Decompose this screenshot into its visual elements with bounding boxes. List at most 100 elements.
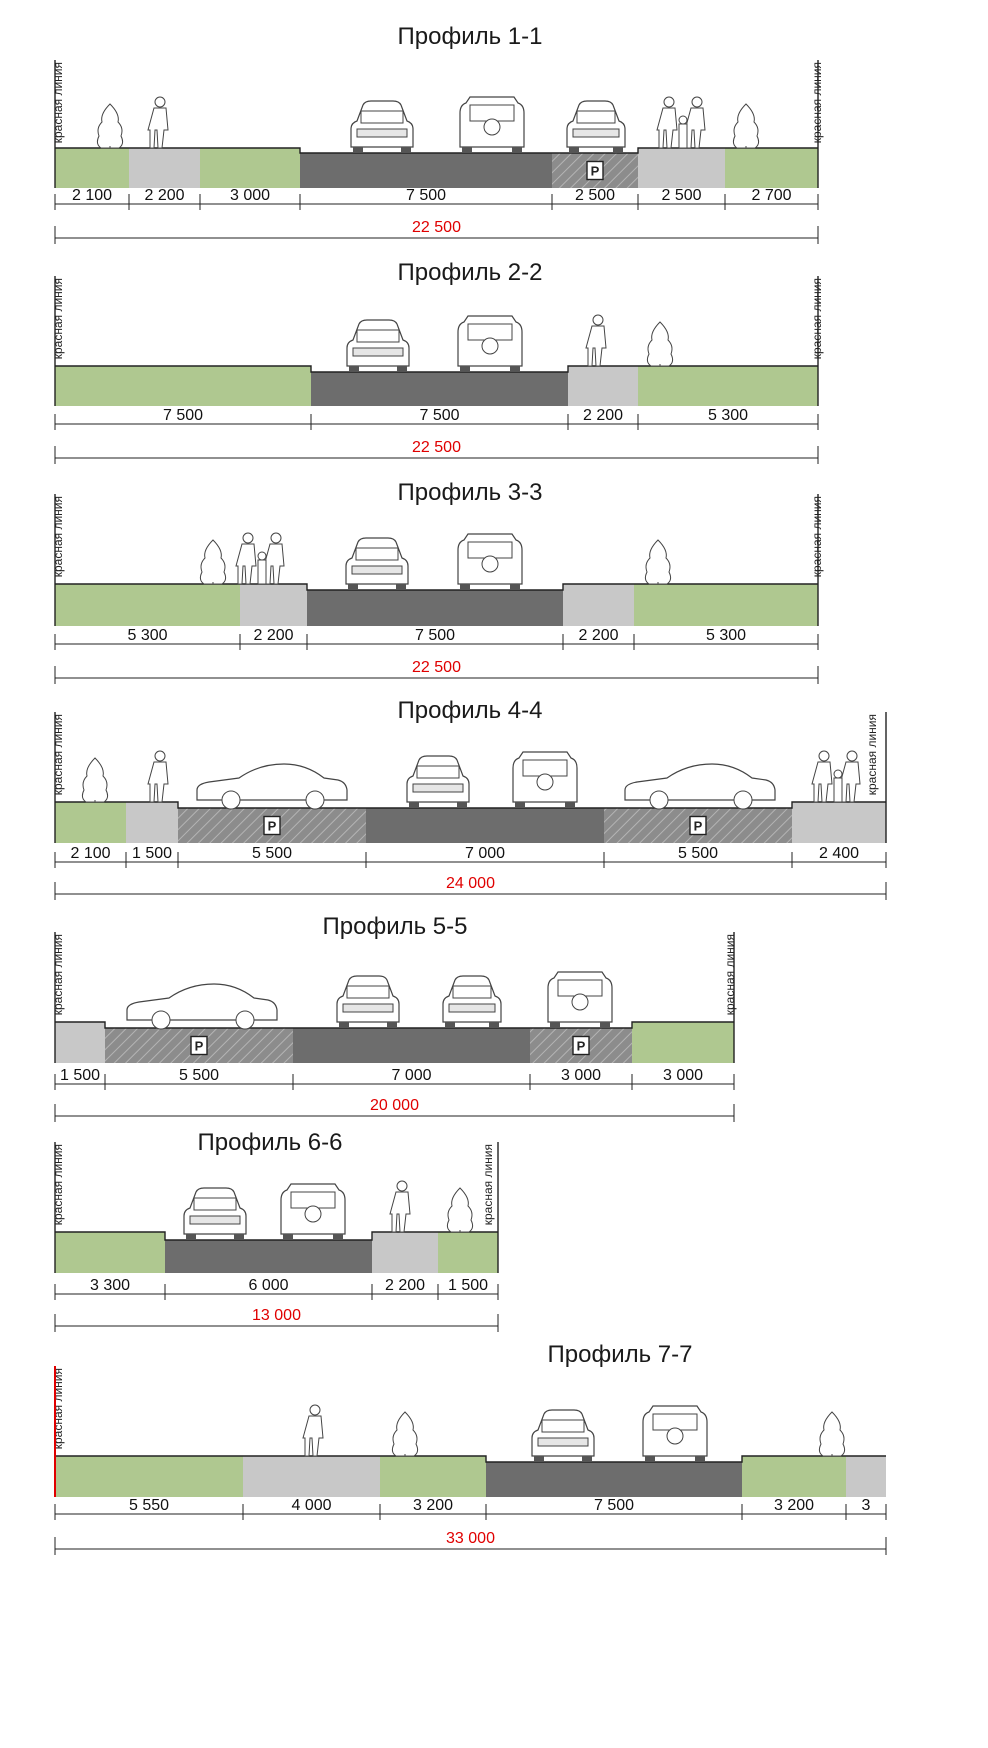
ground-outline	[55, 801, 886, 809]
suv-rear-icon	[547, 971, 613, 1028]
segment-green	[634, 584, 818, 626]
segment-green	[55, 1232, 165, 1273]
segment-width-label: 7 500	[406, 187, 446, 204]
segment-width-label: 5 500	[179, 1067, 219, 1084]
pedestrian-icon	[147, 96, 169, 149]
ground-outline	[55, 583, 818, 591]
segment-width-label: 2 100	[72, 187, 112, 204]
segment-green	[55, 584, 240, 626]
segment-green	[380, 1456, 486, 1497]
segment-road	[307, 590, 563, 626]
segment-green	[55, 148, 129, 188]
parking-sign-label: P	[268, 819, 277, 834]
ground-outline	[55, 365, 818, 373]
segment-width-label: 5 500	[252, 845, 292, 862]
segment-walk	[792, 802, 886, 843]
red-line-label: красная линия	[481, 1144, 495, 1225]
street-objects	[81, 750, 861, 810]
profile-title: Профиль 5-5	[323, 913, 468, 940]
profile-title: Профиль 6-6	[198, 1129, 343, 1156]
segment-width-label: 3 000	[230, 187, 270, 204]
segment-width-label: 5 300	[708, 407, 748, 424]
car-front-icon	[346, 319, 410, 372]
tree-icon	[644, 539, 672, 585]
segment-walk	[846, 1456, 886, 1497]
parking-sign: P	[263, 815, 281, 836]
segment-width-label: 3 200	[774, 1497, 814, 1514]
pedestrian-icon	[302, 1404, 324, 1457]
segment-width-label: 2 200	[578, 627, 618, 644]
segment-width-label: 5 300	[127, 627, 167, 644]
parking-sign: P	[190, 1035, 208, 1056]
profile-title: Профиль 7-7	[548, 1341, 693, 1368]
segment-width-label: 2 400	[819, 845, 859, 862]
segment-walk	[126, 802, 178, 843]
segment-width-label: 5 550	[129, 1497, 169, 1514]
segment-width-label: 4 000	[291, 1497, 331, 1514]
car-front-icon	[345, 537, 409, 590]
segment-walk	[568, 366, 638, 406]
segment-walk	[638, 148, 725, 188]
segment-width-label: 2 500	[575, 187, 615, 204]
pedestrian-group-icon	[811, 750, 861, 803]
segment-width-label: 7 500	[163, 407, 203, 424]
segment-road	[311, 372, 568, 406]
red-line-label: красная линия	[810, 496, 824, 577]
pedestrian-icon	[389, 1180, 411, 1233]
car-side-icon	[196, 763, 348, 810]
segment-walk	[129, 148, 200, 188]
parking-sign-label: P	[694, 819, 703, 834]
segment-green	[200, 148, 300, 188]
total-width-label: 22 500	[412, 439, 461, 456]
segment-walk	[243, 1456, 380, 1497]
red-line-label: красная линия	[51, 934, 65, 1015]
profile-title: Профиль 3-3	[398, 479, 543, 506]
segment-width-label: 7 500	[419, 407, 459, 424]
ground-outline	[55, 1231, 498, 1241]
tree-icon	[446, 1187, 474, 1233]
street-objects	[302, 1404, 846, 1462]
pedestrian-group-icon	[656, 96, 706, 149]
segment-walk	[563, 584, 634, 626]
pedestrian-icon	[585, 314, 607, 367]
suv-rear-icon	[642, 1405, 708, 1462]
pedestrian-group-icon	[235, 532, 285, 585]
profile-title: Профиль 4-4	[398, 697, 543, 724]
car-front-icon	[406, 755, 470, 808]
car-front-icon	[566, 100, 626, 153]
total-dimension: 22 500	[54, 659, 819, 684]
suv-rear-icon	[457, 533, 523, 590]
street-objects	[96, 96, 760, 153]
segment-green	[638, 366, 818, 406]
segment-green	[438, 1232, 498, 1273]
total-dimension: 33 000	[54, 1530, 887, 1555]
suv-rear-icon	[280, 1183, 346, 1240]
red-line-label: красная линия	[865, 714, 879, 795]
parking-sign: P	[586, 160, 604, 181]
total-width-label: 33 000	[446, 1530, 495, 1547]
segment-green	[55, 802, 126, 843]
ground-outline	[55, 1455, 886, 1463]
segment-width-label: 2 100	[70, 845, 110, 862]
car-front-icon	[183, 1187, 247, 1240]
segment-width-label: 2 200	[253, 627, 293, 644]
red-line-label: красная линия	[51, 496, 65, 577]
total-width-label: 24 000	[446, 875, 495, 892]
tree-icon	[818, 1411, 846, 1457]
segment-road	[486, 1462, 742, 1497]
suv-rear-icon	[459, 96, 525, 153]
total-dimension: 20 000	[54, 1097, 735, 1122]
profile-3: Профиль 3-3 красная линия красная линия 5 3…	[51, 479, 824, 684]
segment-width-label: 7 500	[594, 1497, 634, 1514]
segment-green	[632, 1022, 734, 1063]
red-line-label: красная линия	[810, 278, 824, 359]
